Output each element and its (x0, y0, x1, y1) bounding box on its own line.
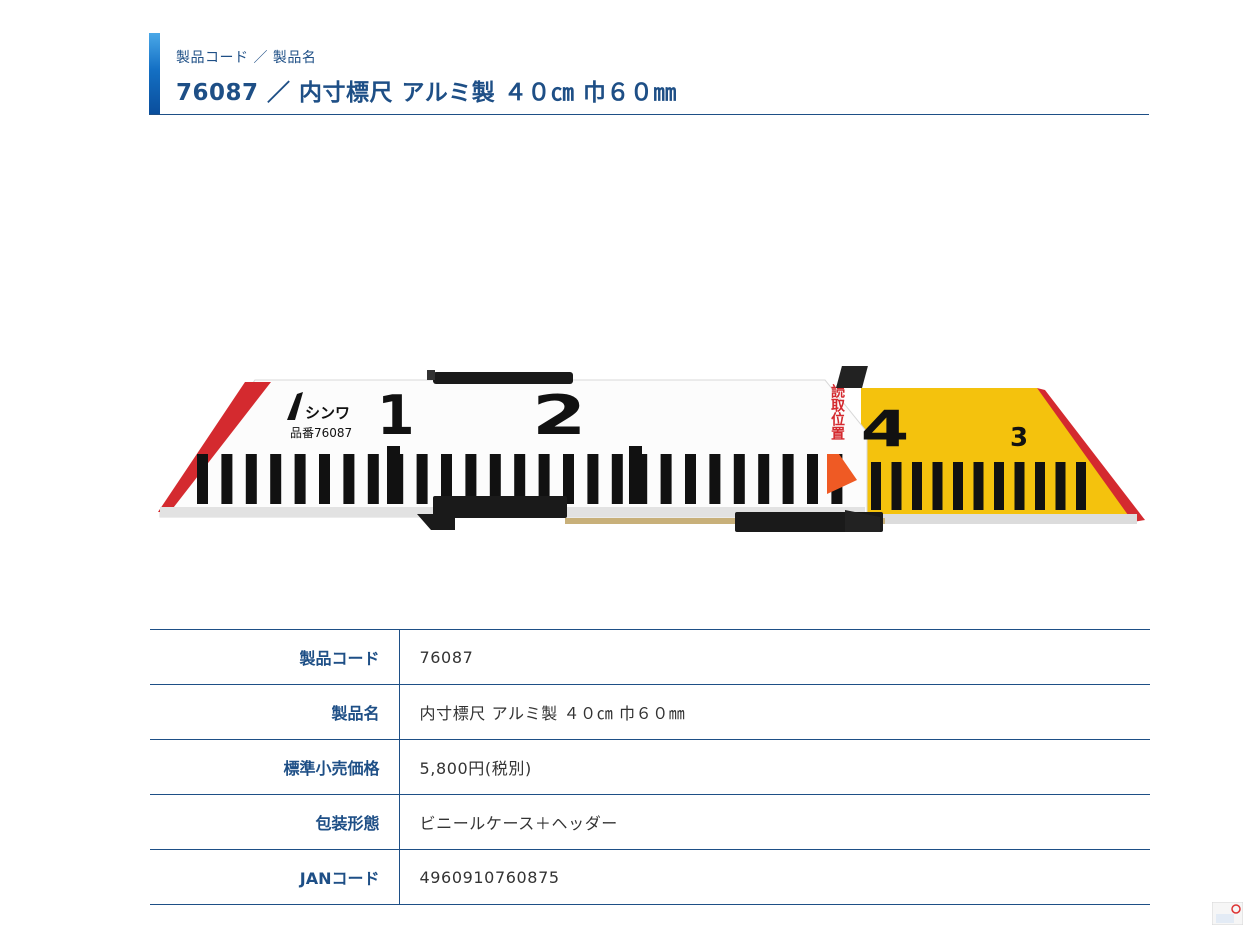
scale-tick (319, 454, 330, 504)
product-image: シンワ 品番76087 1 2 4 3 読取位置 (158, 366, 1145, 532)
yellow-slide-underside (861, 514, 1137, 524)
scale-tick (994, 462, 1004, 510)
header-accent-bar (149, 33, 160, 114)
brand-name-text: シンワ (305, 404, 350, 422)
page-title: 76087 ／ 内寸標尺 アルミ製 ４０㎝ 巾６０㎜ (176, 80, 677, 106)
scale-tick (973, 462, 984, 510)
scale-tick (343, 454, 355, 504)
scale-tick (587, 454, 599, 504)
scale-number-4: 4 (861, 401, 910, 459)
scale-number-2: 2 (532, 384, 586, 447)
scale-tick (441, 454, 452, 504)
yellow-slide-body (861, 388, 1137, 520)
scale-tick (709, 454, 721, 504)
scale-tick (294, 454, 306, 504)
scale-tick (270, 454, 282, 504)
scale-tick (197, 454, 208, 504)
scale-tick (660, 454, 672, 504)
spec-value-packaging: ビニールケース＋ヘッダー (399, 794, 1150, 850)
recaptcha-icon[interactable] (1212, 902, 1243, 925)
spec-label-retail-price: 標準小売価格 (150, 739, 400, 795)
brand-logo: シンワ 品番76087 (287, 392, 352, 440)
left-bottom-clip (433, 496, 567, 518)
scale-major-tick (629, 446, 642, 504)
spec-label-jan-code: JANコード (150, 849, 400, 905)
table-row: 製品名 内寸標尺 アルミ製 ４０㎝ 巾６０㎜ (150, 684, 1150, 740)
scale-tick (871, 462, 881, 510)
scale-tick (367, 454, 379, 504)
yellow-right-red-edge (1037, 388, 1145, 522)
breadcrumb: 製品コード ／ 製品名 (176, 50, 317, 66)
spec-value-retail-price: 5,800円(税別) (399, 739, 1150, 795)
right-bottom-clip-arm (845, 510, 880, 532)
scale-tick (953, 462, 963, 510)
white-left-red-edge (158, 382, 271, 512)
scale-tick (563, 454, 574, 504)
model-number-text: 品番76087 (290, 426, 352, 440)
left-bottom-clip-arm (417, 514, 455, 530)
scale-tick (891, 462, 902, 510)
scale-tick (1014, 462, 1025, 510)
spec-label-product-name: 製品名 (150, 684, 400, 740)
top-slider-clip (433, 372, 573, 384)
product-header: 製品コード ／ 製品名 76087 ／ 内寸標尺 アルミ製 ４０㎝ 巾６０㎜ (149, 33, 1149, 115)
top-slider-tab (427, 370, 435, 380)
scale-tick (611, 454, 623, 504)
scale-tick (685, 454, 696, 504)
slide-stopper (836, 366, 868, 388)
scale-number-1: 1 (377, 384, 415, 447)
specs-table: 製品コード 76087 製品名 内寸標尺 アルミ製 ４０㎝ 巾６０㎜ 標準小売価… (150, 629, 1150, 905)
scale-tick (733, 454, 745, 504)
spec-label-packaging: 包装形態 (150, 794, 400, 850)
scale-tick (912, 462, 922, 510)
yellow-scale-ticks (871, 462, 1086, 510)
scale-tick (489, 454, 501, 504)
spec-value-product-name: 内寸標尺 アルミ製 ４０㎝ 巾６０㎜ (399, 684, 1150, 740)
guide-rail (565, 518, 885, 524)
scale-major-tick (387, 446, 400, 504)
scale-tick (1055, 462, 1066, 510)
scale-tick (1076, 462, 1086, 510)
read-position-pointer-icon (827, 454, 857, 494)
spec-value-product-code: 76087 (399, 629, 1150, 685)
read-position-label: 読取位置 (829, 383, 845, 441)
scale-tick (538, 454, 550, 504)
table-row: JANコード 4960910760875 (150, 849, 1150, 905)
penguin-logo-icon (287, 392, 303, 420)
scale-tick (1035, 462, 1045, 510)
table-row: 包装形態 ビニールケース＋ヘッダー (150, 794, 1150, 850)
table-row: 製品コード 76087 (150, 629, 1150, 685)
scale-number-3: 3 (1010, 423, 1028, 453)
scale-tick (465, 454, 477, 504)
scale-tick (245, 454, 257, 504)
scale-tick (416, 454, 428, 504)
scale-tick (782, 454, 794, 504)
spec-label-product-code: 製品コード (150, 629, 400, 685)
scale-tick (221, 454, 233, 504)
scale-tick (932, 462, 943, 510)
white-scale-ticks (197, 446, 843, 504)
spec-value-jan-code: 4960910760875 (399, 849, 1150, 905)
scale-tick (807, 454, 818, 504)
scale-tick (758, 454, 770, 504)
table-row: 標準小売価格 5,800円(税別) (150, 739, 1150, 795)
scale-tick (514, 454, 526, 504)
